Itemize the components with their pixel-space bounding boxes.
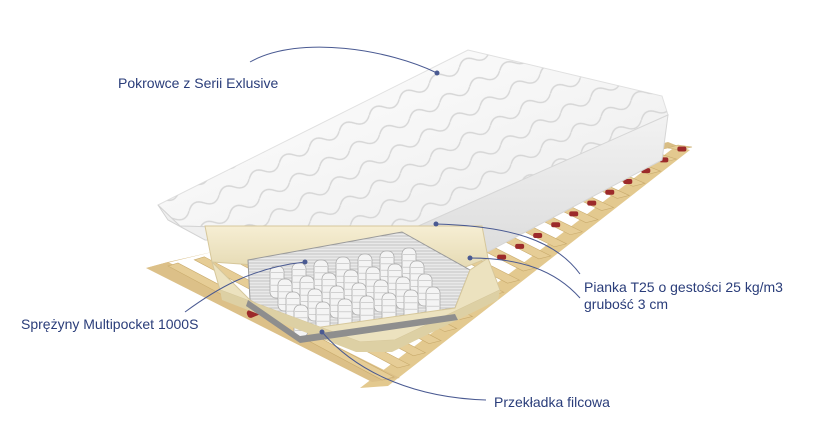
label-foam-line2: grubość 3 cm xyxy=(584,296,669,312)
slat-holder xyxy=(551,222,561,228)
leader-cover xyxy=(249,46,438,74)
leader-cover-dot xyxy=(434,70,440,76)
leader-felt-dot xyxy=(319,329,325,335)
slat-holder xyxy=(569,211,579,217)
label-springs: Sprężyny Multipocket 1000S xyxy=(21,316,199,332)
slat-holder xyxy=(623,178,633,184)
leader-foam-dot xyxy=(433,221,439,227)
slat-holder xyxy=(515,243,525,249)
leader-felt xyxy=(321,331,487,401)
slat-holder xyxy=(587,200,597,206)
label-cover: Pokrowce z Serii Exlusive xyxy=(118,75,279,91)
label-foam: Pianka T25 o gestości 25 kg/m3 grubość 3… xyxy=(584,279,783,313)
slat-holder xyxy=(497,254,507,260)
leader-foam-2 xyxy=(469,257,581,299)
slat-holder xyxy=(533,233,543,239)
leader-springs-dot xyxy=(302,259,308,265)
leader-foam-2-dot xyxy=(467,255,473,261)
label-foam-line1: Pianka T25 o gestości 25 kg/m3 xyxy=(584,279,783,295)
leader-springs xyxy=(184,261,306,313)
slat-holder xyxy=(605,189,615,195)
leader-lines xyxy=(184,46,581,401)
mattress xyxy=(157,49,669,352)
slat-holder xyxy=(677,146,687,152)
label-felt: Przekładka filcowa xyxy=(494,394,610,410)
leader-foam xyxy=(435,223,581,275)
